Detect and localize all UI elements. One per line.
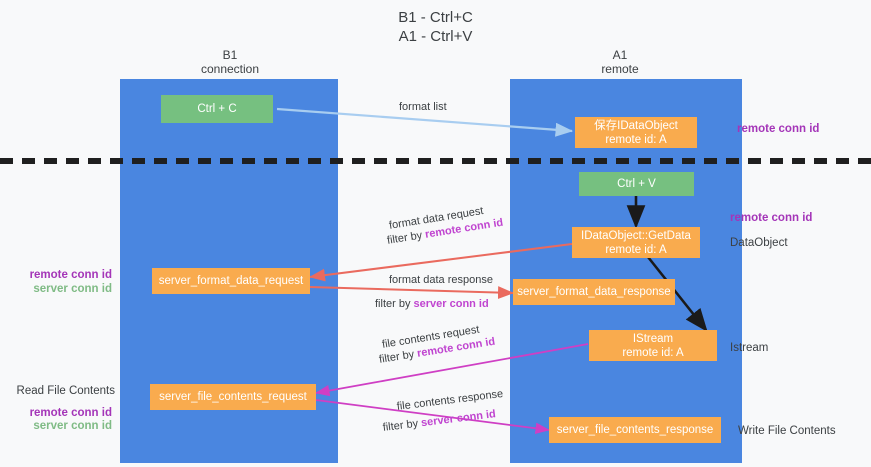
- node-getdata[interactable]: IDataObject::GetData remote id: A: [572, 227, 700, 258]
- node-server-file-contents-response[interactable]: server_file_contents_response: [549, 417, 721, 443]
- side-label-left-server-conn-id-mid: server conn id: [33, 283, 112, 295]
- node-getdata-sublabel: remote id: A: [605, 243, 667, 256]
- side-label-remote-conn-id-top: remote conn id: [737, 123, 820, 135]
- node-server-file-contents-response-label: server_file_contents_response: [556, 424, 714, 436]
- side-label-remote-conn-id-mid: remote conn id: [730, 212, 813, 224]
- node-server-file-contents-request[interactable]: server_file_contents_request: [150, 384, 316, 410]
- side-label-read-file-contents: Read File Contents: [16, 385, 115, 397]
- node-ctrl-v-label: Ctrl + V: [617, 178, 656, 190]
- node-idataobject[interactable]: 保存IDataObject remote id: A: [575, 117, 697, 148]
- side-label-left-remote-conn-id-bottom: remote conn id: [29, 407, 112, 419]
- node-istream[interactable]: IStream remote id: A: [589, 330, 717, 361]
- node-idataobject-label: 保存IDataObject: [594, 119, 678, 132]
- node-server-format-data-request[interactable]: server_format_data_request: [152, 268, 310, 294]
- side-label-dataobject: DataObject: [730, 237, 788, 249]
- node-istream-label: IStream: [632, 332, 674, 345]
- edge-label-format-data-response: format data response: [389, 273, 493, 288]
- lane-header-a1: A1 remote: [601, 48, 639, 76]
- node-server-format-data-response[interactable]: server_format_data_response: [513, 279, 675, 305]
- side-label-istream: Istream: [730, 342, 769, 354]
- node-idataobject-sublabel: remote id: A: [605, 133, 667, 146]
- node-istream-sublabel: remote id: A: [622, 346, 684, 359]
- side-label-write-file-contents: Write File Contents: [738, 425, 836, 437]
- filter-prefix: filter by: [375, 298, 414, 310]
- side-label-left-remote-conn-id-mid: remote conn id: [29, 269, 112, 281]
- filter-value-server-conn-id: server conn id: [413, 298, 489, 310]
- edge-label-format-list: format list: [399, 100, 447, 115]
- lane-header-b1: B1 connection: [200, 48, 260, 76]
- filter-prefix: filter by: [382, 417, 422, 434]
- side-label-left-server-conn-id-bottom: server conn id: [33, 420, 112, 432]
- node-server-format-data-response-label: server_format_data_response: [517, 286, 671, 298]
- edge-label-format-data-response-text: format data response: [389, 274, 493, 286]
- edge-label-format-data-response-filter: filter by server conn id: [375, 297, 489, 312]
- edge-label-format-list-text: format list: [399, 101, 447, 113]
- node-ctrl-c[interactable]: Ctrl + C: [161, 95, 273, 123]
- filter-value-server-conn-id: server conn id: [420, 408, 497, 430]
- node-ctrl-c-label: Ctrl + C: [197, 103, 237, 115]
- node-server-file-contents-request-label: server_file_contents_request: [159, 391, 307, 403]
- node-getdata-label: IDataObject::GetData: [581, 229, 691, 242]
- page-title: B1 - Ctrl+C A1 - Ctrl+V: [398, 9, 473, 45]
- node-server-format-data-request-label: server_format_data_request: [158, 275, 304, 287]
- node-ctrl-v[interactable]: Ctrl + V: [579, 172, 694, 196]
